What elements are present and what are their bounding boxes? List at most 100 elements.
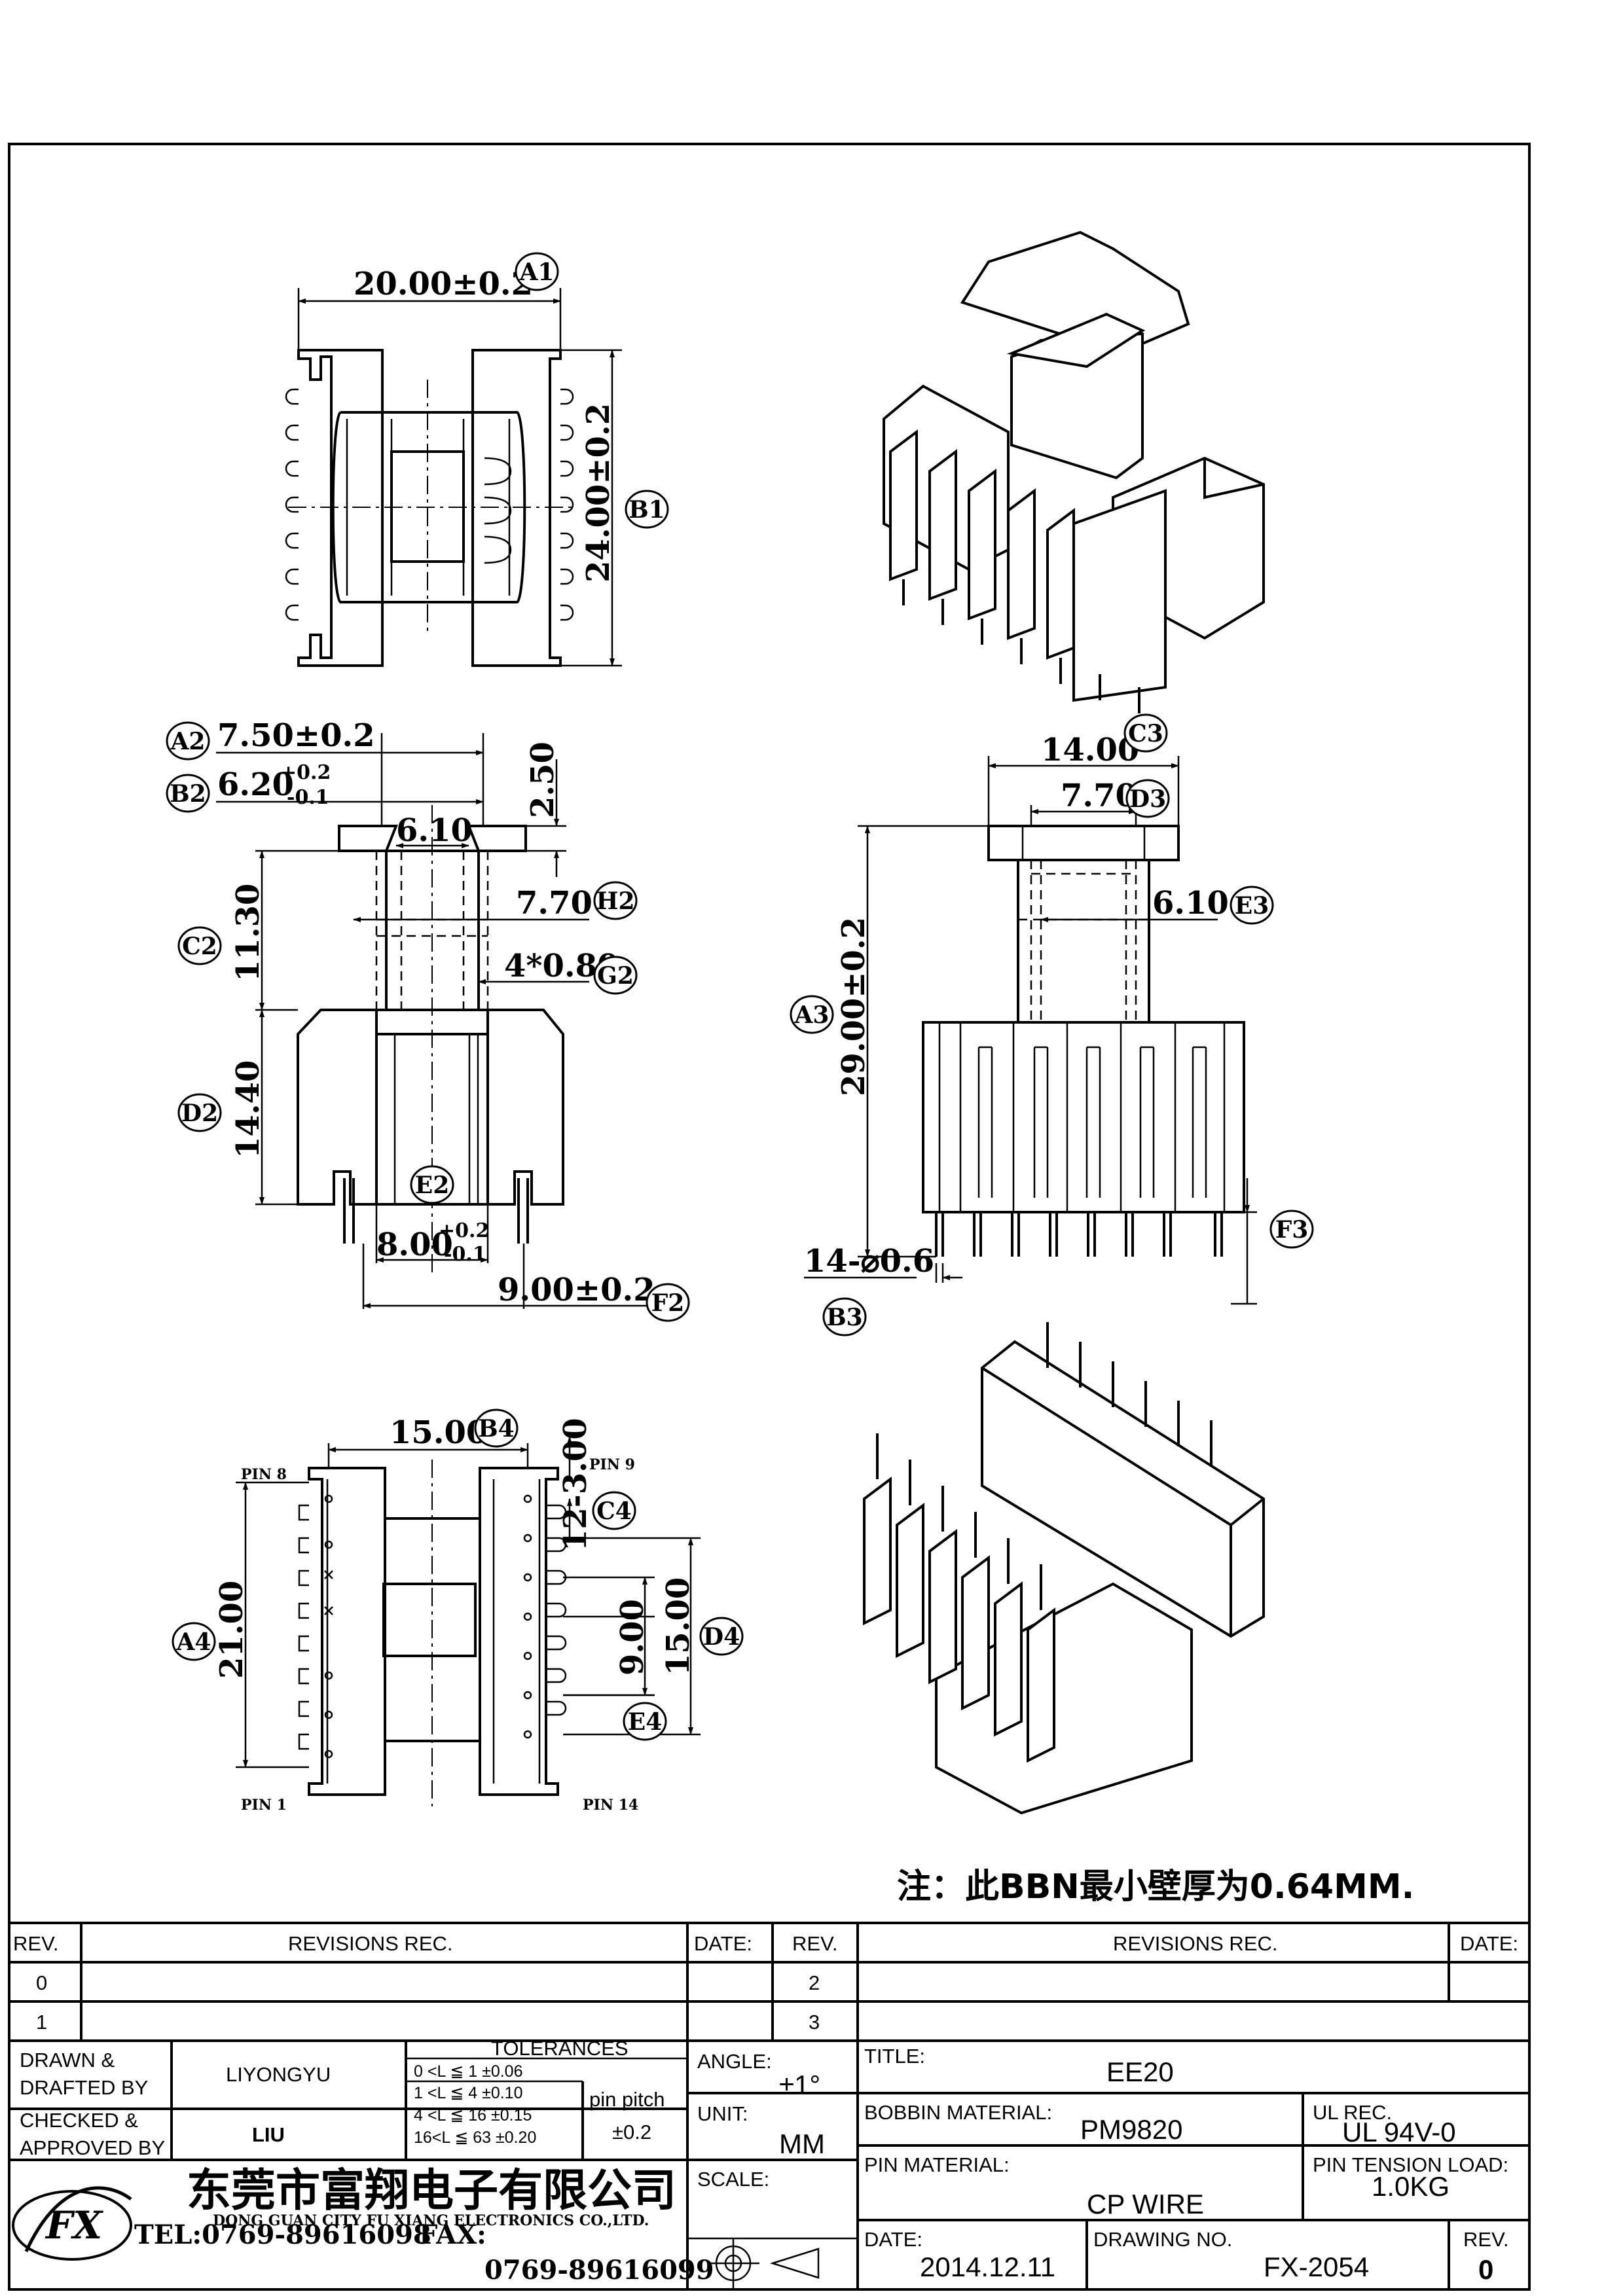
dim-e3: 6.10	[1152, 885, 1229, 922]
date-header-left: DATE:	[694, 1932, 752, 1955]
wall-thickness-note: 注：此BBN最小壁厚为0.64MM.	[897, 1867, 1414, 1907]
unit-value: MM	[779, 2128, 825, 2159]
unit-label: UNIT:	[697, 2102, 748, 2125]
bubble-f3: F3	[1275, 1216, 1309, 1244]
rev-row-2: 2	[809, 1971, 820, 1994]
dim-d4: 15.00	[660, 1577, 697, 1676]
dim-c4: 12-3.00	[557, 1418, 594, 1551]
pin-pitch-value: ±0.2	[612, 2121, 651, 2144]
bubble-c4: C4	[596, 1498, 632, 1525]
rev-value: 0	[1478, 2254, 1493, 2285]
isometric-view-top	[883, 230, 1265, 713]
dim-d2: 14.40	[230, 1060, 266, 1158]
bubble-e4: E4	[628, 1708, 663, 1736]
checked-label-1: CHECKED &	[20, 2109, 138, 2132]
drawing-no-label: DRAWING NO.	[1093, 2228, 1232, 2251]
logo-text: FX	[45, 2203, 103, 2248]
bottom-view: 15.00 21.00 12-3.00 9.00 15.00 PIN 8 PIN…	[213, 1414, 701, 1814]
company-fax-label: FAX:	[419, 2219, 486, 2250]
rev-row-0: 0	[36, 1971, 47, 1994]
drawn-label-1: DRAWN &	[20, 2049, 115, 2072]
pin9-label: PIN 9	[589, 1456, 635, 1473]
dim-b1: 24.00±0.2	[580, 403, 617, 583]
dim-a4: 21.00	[213, 1581, 250, 1679]
bubble-e2: E2	[415, 1172, 450, 1199]
dim-c3: 14.00	[1041, 732, 1139, 768]
bubble-a3: A3	[794, 1001, 830, 1029]
dim-a2: 7.50±0.2	[217, 717, 375, 754]
scale-label: SCALE:	[697, 2168, 769, 2191]
rev-row-1: 1	[36, 2011, 47, 2034]
side-view: 14.00 7.70 6.10 29.00±0.2 14-⌀0.6	[804, 732, 1257, 1305]
dim-b4: 15.00	[390, 1414, 488, 1451]
angle-value: ±1°	[779, 2070, 820, 2100]
company-fax: 0769-89616099	[484, 2255, 714, 2286]
dim-f2: 9.00±0.2	[498, 1272, 655, 1308]
drawing-no-value: FX-2054	[1264, 2251, 1369, 2282]
pin-pitch-label: pin pitch	[589, 2088, 665, 2111]
title-label: TITLE:	[864, 2045, 925, 2068]
date-header-right: DATE:	[1460, 1932, 1518, 1955]
isometric-view-bottom	[863, 1322, 1265, 1815]
bobbin-material-value: PM9820	[1080, 2114, 1182, 2145]
front-view: 7.50±0.2 6.20 +0.2 -0.1 6.10 2.50 11.30 …	[216, 717, 655, 1309]
tolerances-title: TOLERANCES	[491, 2037, 629, 2060]
date-value: 2014.12.11	[920, 2251, 1055, 2282]
pin-material-label: PIN MATERIAL:	[864, 2153, 1010, 2176]
drawn-label-2: DRAFTED BY	[20, 2076, 148, 2099]
revisions-header-left: REVISIONS REC.	[288, 1932, 453, 1955]
checked-label-2: APPROVED BY	[20, 2136, 165, 2159]
date-label: DATE:	[864, 2228, 922, 2251]
angle-label: ANGLE:	[697, 2050, 772, 2073]
pin14-label: PIN 14	[583, 1797, 638, 1814]
bobbin-material-label: BOBBIN MATERIAL:	[864, 2101, 1052, 2124]
reference-bubbles	[166, 252, 1314, 1741]
tolerance-row-2: 1 <L ≦ 4 ±0.10	[414, 2084, 523, 2102]
bubble-h2: H2	[596, 888, 634, 915]
bubble-c3: C3	[1128, 720, 1163, 747]
dim-flange-inner: 6.10	[396, 812, 473, 849]
dim-b3: 14-⌀0.6	[804, 1243, 934, 1280]
pin-material-value: CP WIRE	[1087, 2189, 1204, 2219]
pin1-label: PIN 1	[241, 1797, 287, 1814]
dim-e2-lower: -0.1	[444, 1243, 486, 1266]
rev-row-3: 3	[809, 2011, 820, 2034]
bubble-b1: B1	[629, 496, 665, 524]
dim-e2-upper: +0.2	[439, 1219, 489, 1242]
tolerance-row-1: 0 <L ≦ 1 ±0.06	[414, 2062, 523, 2081]
rev-header-left: REV.	[13, 1932, 59, 1955]
bubble-b4: B4	[478, 1415, 514, 1443]
checked-by: LIU	[252, 2123, 285, 2146]
company-name-cn: 东莞市富翔电子有限公司	[187, 2165, 676, 2217]
bubble-a2: A2	[170, 728, 206, 755]
dim-e4: 9.00	[614, 1599, 651, 1676]
dim-a3: 29.00±0.2	[835, 917, 872, 1096]
sheet-border	[8, 143, 1531, 2291]
dim-b2-upper: +0.2	[280, 761, 331, 784]
bubble-d2: D2	[181, 1100, 218, 1127]
revisions-header-right: REVISIONS REC.	[1113, 1932, 1278, 1955]
ul-label: UL REC.	[1313, 2101, 1392, 2124]
ul-value: UL 94V-0	[1342, 2117, 1456, 2147]
rev-label: REV.	[1463, 2228, 1509, 2251]
bubble-a4: A4	[176, 1628, 211, 1656]
top-view: 20.00±0.2 24.00±0.2	[285, 266, 622, 667]
rev-header-right: REV.	[792, 1932, 838, 1955]
dim-b2: 6.20	[217, 766, 294, 803]
title-value: EE20	[1106, 2056, 1174, 2087]
bubble-c2: C2	[182, 933, 217, 960]
tolerance-row-3: 4 <L ≦ 16 ±0.15	[414, 2106, 532, 2125]
tolerance-row-4: 16<L ≦ 63 ±0.20	[414, 2128, 536, 2147]
projection-symbol-icon	[687, 2237, 858, 2288]
bubble-e3: E3	[1235, 892, 1269, 920]
bubble-d3: D3	[1129, 785, 1166, 813]
dim-h2: 7.70	[516, 885, 593, 922]
pin-tension-value: 1.0KG	[1372, 2171, 1450, 2202]
company-logo: FX	[12, 2186, 132, 2261]
pin-tension-label: PIN TENSION LOAD:	[1313, 2153, 1508, 2176]
dim-b2-lower: -0.1	[287, 786, 329, 809]
drawn-by: LIYONGYU	[226, 2063, 331, 2086]
dim-e2: 8.00	[376, 1227, 453, 1263]
bubble-f2: F2	[651, 1289, 685, 1317]
company-tel: TEL:0769-89616098	[134, 2219, 431, 2250]
